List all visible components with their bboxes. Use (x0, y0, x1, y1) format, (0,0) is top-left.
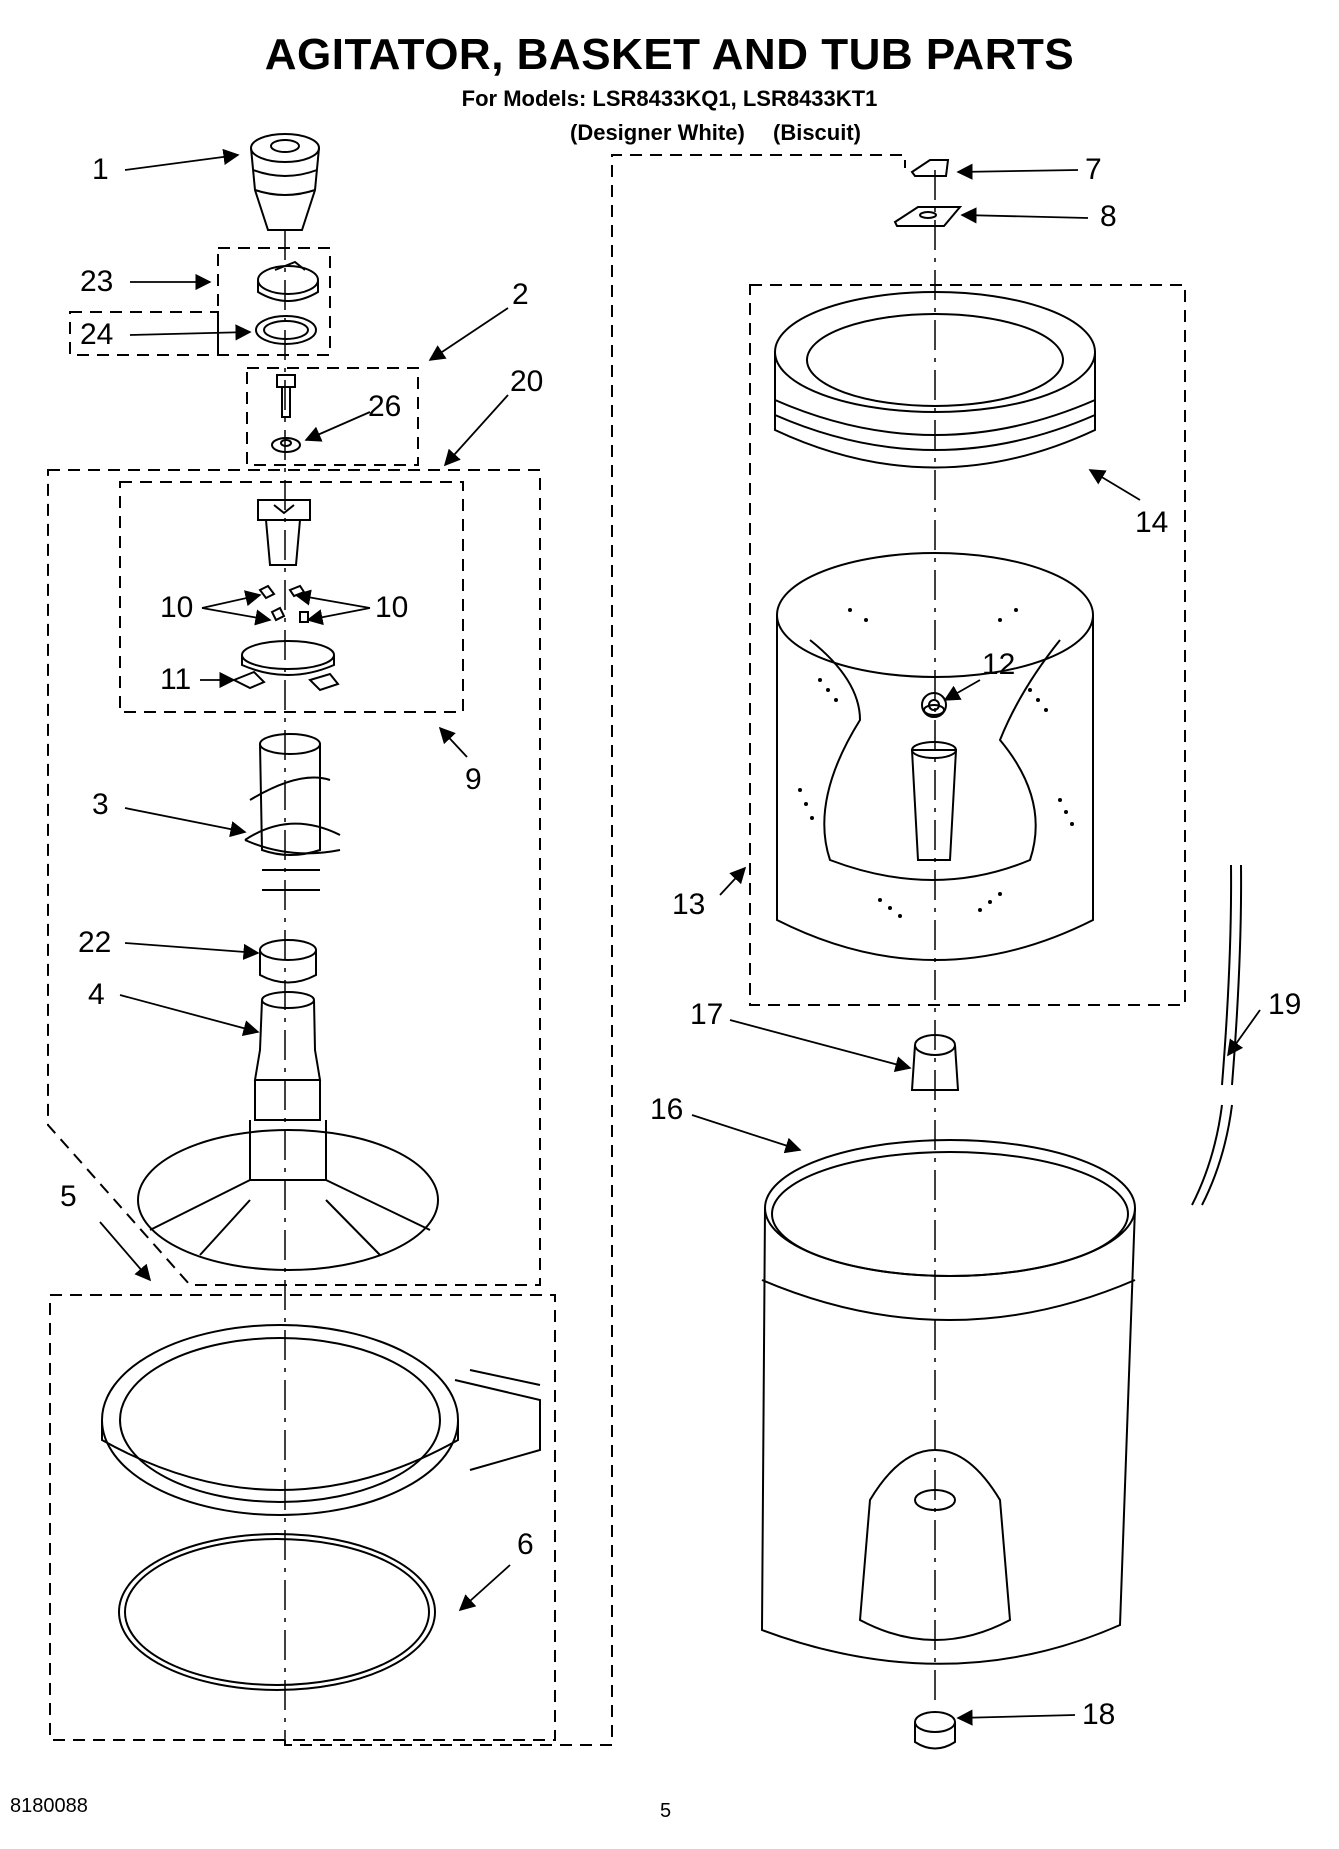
box-14-13 (749, 284, 1186, 1006)
box-9 (119, 481, 464, 713)
part-3-auger (244, 733, 341, 891)
part-8-plate (893, 206, 963, 227)
callout-3: 3 (92, 788, 109, 821)
dashed-group-boxes (47, 154, 1186, 1746)
callout-22: 22 (78, 926, 112, 959)
part-11-dog-retainer (231, 640, 340, 692)
part-26-bolt (271, 374, 301, 453)
callout-18: 18 (1082, 1698, 1116, 1731)
part-6-tub-ring (101, 1324, 541, 1691)
centerlines (284, 170, 936, 1740)
part-4-agitator-base (137, 991, 439, 1271)
callout-8: 8 (1100, 200, 1117, 233)
box-5 (49, 1294, 556, 1741)
callout-26: 26 (368, 390, 402, 423)
callout-10-right: 10 (375, 591, 409, 624)
part-1-dispenser-cup (250, 133, 320, 231)
part-23-cap (257, 260, 319, 302)
callout-16: 16 (650, 1093, 684, 1126)
callout-17: 17 (690, 998, 724, 1031)
box-20 (47, 469, 541, 1286)
callout-10-left: 10 (160, 591, 194, 624)
box-23 (217, 247, 331, 356)
part-17-hub (910, 1034, 960, 1091)
part-9-cam (257, 499, 311, 566)
leader-lines (99, 148, 1261, 1726)
page-title: AGITATOR, BASKET AND TUB PARTS (264, 30, 1075, 79)
connector-frame (284, 154, 906, 1746)
callout-9: 9 (465, 763, 482, 796)
box-2 (246, 367, 419, 466)
callout-23: 23 (80, 265, 114, 298)
part-16-outer-tub (760, 1139, 1136, 1665)
callout-6: 6 (517, 1528, 534, 1561)
box-24 (69, 311, 219, 356)
callout-2: 2 (512, 278, 529, 311)
callout-24: 24 (80, 318, 114, 351)
part-7-clip (910, 159, 950, 177)
part-24-seal-ring (255, 315, 317, 345)
callout-20: 20 (510, 365, 544, 398)
page-number: 5 (660, 1800, 672, 1822)
part-13-spin-basket (776, 552, 1094, 961)
variant-biscuit: (Biscuit) (773, 120, 861, 145)
callout-11: 11 (160, 663, 192, 696)
part-12-nut (921, 692, 947, 718)
callout-4: 4 (88, 978, 105, 1011)
part-19-hose (1191, 864, 1243, 1206)
variant-designer-white: (Designer White) (570, 120, 745, 145)
models-line: For Models: LSR8433KQ1, LSR8433KT1 (461, 86, 878, 111)
callout-19: 19 (1268, 988, 1302, 1021)
callout-14: 14 (1135, 506, 1169, 539)
callout-12: 12 (982, 648, 1016, 681)
callout-7: 7 (1085, 153, 1102, 186)
part-14-balance-ring (774, 291, 1096, 469)
basket-perforations (798, 608, 1074, 918)
doc-number: 8180088 (10, 1795, 88, 1817)
part-10-dogs (258, 584, 309, 623)
part-18-drain-plug (914, 1711, 956, 1750)
part-22-bearing (259, 939, 317, 984)
callout-1: 1 (92, 153, 109, 186)
callout-13: 13 (672, 888, 706, 921)
callout-5: 5 (60, 1180, 77, 1213)
